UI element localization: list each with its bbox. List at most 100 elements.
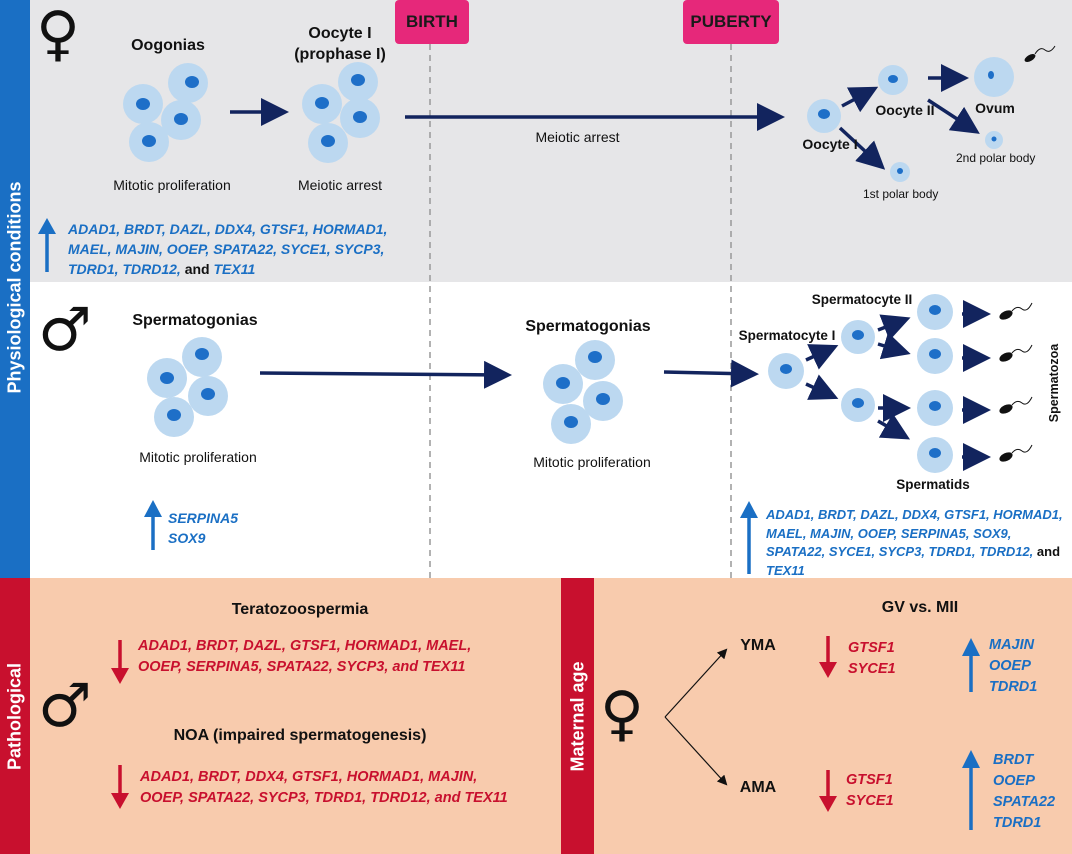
arrow-to-spermatid-2 <box>877 332 911 360</box>
male-late-genes-line-3: SPATA22, SYCE1, SYCP3, TDRD1, TDRD12, an… <box>766 544 1061 559</box>
spermatozoa-label: Spermatozoa <box>1047 343 1061 423</box>
physiological-band <box>0 0 30 578</box>
branch-to-yma <box>664 648 728 718</box>
ama-up-gene-2: OOEP <box>993 773 1035 789</box>
noa-genes: ADAD1, BRDT, DDX4, GTSF1, HORMAD1, MAJIN… <box>140 767 550 809</box>
male-symbol-icon: ♂ <box>38 295 92 365</box>
pathological-panel <box>30 578 561 854</box>
female-genes-line-3: TDRD1, TDRD12, and TEX11 <box>68 261 256 277</box>
terato-down-arrow-head <box>111 668 129 684</box>
ovum-cell <box>974 57 1014 97</box>
noa-title: NOA (impaired spermatogenesis) <box>173 727 427 744</box>
yma-up-arrow-head <box>962 638 980 656</box>
spermatogonia-to-spermatogonia-arrow <box>259 360 512 389</box>
yma-label: YMA <box>740 637 776 654</box>
arrow-to-spermatid-4 <box>877 413 911 440</box>
arrow-spermatocyte-i-to-ii-top <box>805 344 839 370</box>
spermatozoa-cells <box>999 302 1033 462</box>
female-up-arrow-head <box>38 218 56 234</box>
yma-down-gene-1: GTSF1 <box>848 640 895 656</box>
spermatogonia-cells-1 <box>147 337 228 437</box>
oocyte-ii-label: Oocyte II <box>875 102 935 118</box>
male-mitotic-label-2: Mitotic proliferation <box>533 454 651 470</box>
male-late-up-arrow-head <box>740 501 758 518</box>
oocyte-i-cell <box>807 99 841 133</box>
female-genes-line-1: ADAD1, BRDT, DAZL, DDX4, GTSF1, HORMAD1, <box>68 221 388 237</box>
pathological-band <box>0 578 30 854</box>
male-late-genes-line-4: TEX11 <box>766 562 805 578</box>
meiotic-arrest-line-label: Meiotic arrest <box>535 129 620 145</box>
female-physiology-panel <box>30 0 1072 282</box>
oocyte-i-label-line1: Oocyte I <box>308 25 372 42</box>
puberty-tag: PUBERTY <box>683 0 779 44</box>
female-meiotic-arrest-label: Meiotic arrest <box>297 177 383 193</box>
female-upregulated-genes: ADAD1, BRDT, DAZL, DDX4, GTSF1, HORMAD1,… <box>68 219 428 279</box>
spermatocyte-i-cell <box>768 353 804 389</box>
female-genes-line-2: MAEL, MAJIN, OOEP, SPATA22, SYCE1, SYCP3… <box>68 241 385 257</box>
arrow-oocyte-i-to-polar1 <box>838 126 886 170</box>
male-late-genes-line-2: MAEL, MAJIN, OOEP, SERPINA5, SOX9, <box>766 525 1012 541</box>
ama-downregulated-genes: GTSF1 SYCE1 <box>846 770 926 812</box>
spermatogonias-label-1: Spermatogonias <box>132 312 258 329</box>
male-early-upregulated-genes: SERPINA5 SOX9 <box>168 508 288 548</box>
yma-up-gene-2: OOEP <box>989 658 1031 674</box>
second-polar-body <box>985 131 1003 149</box>
male-mitotic-label-1: Mitotic proliferation <box>139 449 257 465</box>
noa-genes-line-1: ADAD1, BRDT, DDX4, GTSF1, HORMAD1, MAJIN… <box>140 769 478 785</box>
male-late-genes-line-1: ADAD1, BRDT, DAZL, DDX4, GTSF1, HORMAD1, <box>766 507 1063 522</box>
ama-up-arrow-head <box>962 750 980 768</box>
arrow-oocyte-i-to-ii <box>841 86 879 113</box>
terato-genes-line-1: ADAD1, BRDT, DAZL, GTSF1, HORMAD1, MAEL, <box>138 638 472 654</box>
teratozoospermia-title: Teratozoospermia <box>231 601 369 618</box>
male-early-up-arrow-head <box>144 500 162 517</box>
oogonias-label: Oogonias <box>131 37 205 54</box>
gv-vs-mii-title: GV vs. MII <box>881 599 959 616</box>
female-symbol-icon: ♀ <box>36 0 80 69</box>
noa-down-arrow-head <box>111 793 129 809</box>
yma-up-gene-1: MAJIN <box>989 637 1035 653</box>
spermatogonias-label-2: Spermatogonias <box>525 318 651 335</box>
male-late-upregulated-genes: ADAD1, BRDT, DAZL, DDX4, GTSF1, HORMAD1,… <box>766 506 1072 580</box>
yma-downregulated-genes: GTSF1 SYCE1 <box>848 638 928 680</box>
maternal-age-band <box>561 578 594 854</box>
male-early-gene-2: SOX9 <box>168 530 206 546</box>
ama-up-gene-4: TDRD1 <box>993 815 1042 831</box>
arrow-oocyte-ii-to-polar2 <box>927 98 980 134</box>
spermatocyte-ii-label: Spermatocyte II <box>811 292 913 307</box>
ama-upregulated-genes: BRDT OOEP SPATA22 TDRD1 <box>993 750 1072 834</box>
first-polar-body <box>890 162 910 182</box>
spermatogonia-cells-2 <box>543 340 623 444</box>
arrow-to-spermatid-1 <box>877 314 911 341</box>
female-symbol-maternal-icon: ♀ <box>600 679 644 749</box>
ama-down-gene-1: GTSF1 <box>846 772 893 788</box>
sperm-near-ovum <box>1024 45 1056 62</box>
second-polar-body-label: 2nd polar body <box>956 151 1036 165</box>
oocyte-ii-cell <box>878 65 908 95</box>
terato-genes-line-2: OOEP, SERPINA5, SPATA22, SYCP3, and TEX1… <box>138 659 466 675</box>
maternal-age-panel <box>594 578 1072 854</box>
spermatocyte-ii-cell-top <box>841 320 875 354</box>
ama-down-arrow-head <box>819 796 837 812</box>
yma-upregulated-genes: MAJIN OOEP TDRD1 <box>989 635 1069 698</box>
noa-genes-line-2: OOEP, SPATA22, SYCP3, TDRD1, TDRD12, and… <box>140 790 508 806</box>
yma-down-gene-2: SYCE1 <box>848 661 896 677</box>
oocyte-i-label-line2: (prophase I) <box>294 46 386 63</box>
male-symbol-pathological-icon: ♂ <box>38 671 92 741</box>
oocyte-prophase-cells <box>302 62 380 163</box>
spermatids-label: Spermatids <box>896 477 970 492</box>
spermatogonia-to-spermatocyte-arrow <box>663 359 759 388</box>
oogonia-cells <box>123 63 208 162</box>
teratozoospermia-genes: ADAD1, BRDT, DAZL, GTSF1, HORMAD1, MAEL,… <box>138 636 548 678</box>
ama-down-gene-2: SYCE1 <box>846 793 894 809</box>
oocyte-i-branch-label: Oocyte I <box>802 136 858 152</box>
female-mitotic-label: Mitotic proliferation <box>113 177 231 193</box>
arrow-spermatocyte-i-to-ii-bottom <box>805 374 839 400</box>
spermatid-cells <box>917 294 953 473</box>
branch-to-ama <box>664 716 728 786</box>
first-polar-body-label: 1st polar body <box>863 187 939 201</box>
birth-tag: BIRTH <box>395 0 469 44</box>
male-early-gene-1: SERPINA5 <box>168 510 239 526</box>
spermatozoa-arrows <box>962 300 991 471</box>
spermatocyte-i-label: Spermatocyte I <box>738 328 836 343</box>
